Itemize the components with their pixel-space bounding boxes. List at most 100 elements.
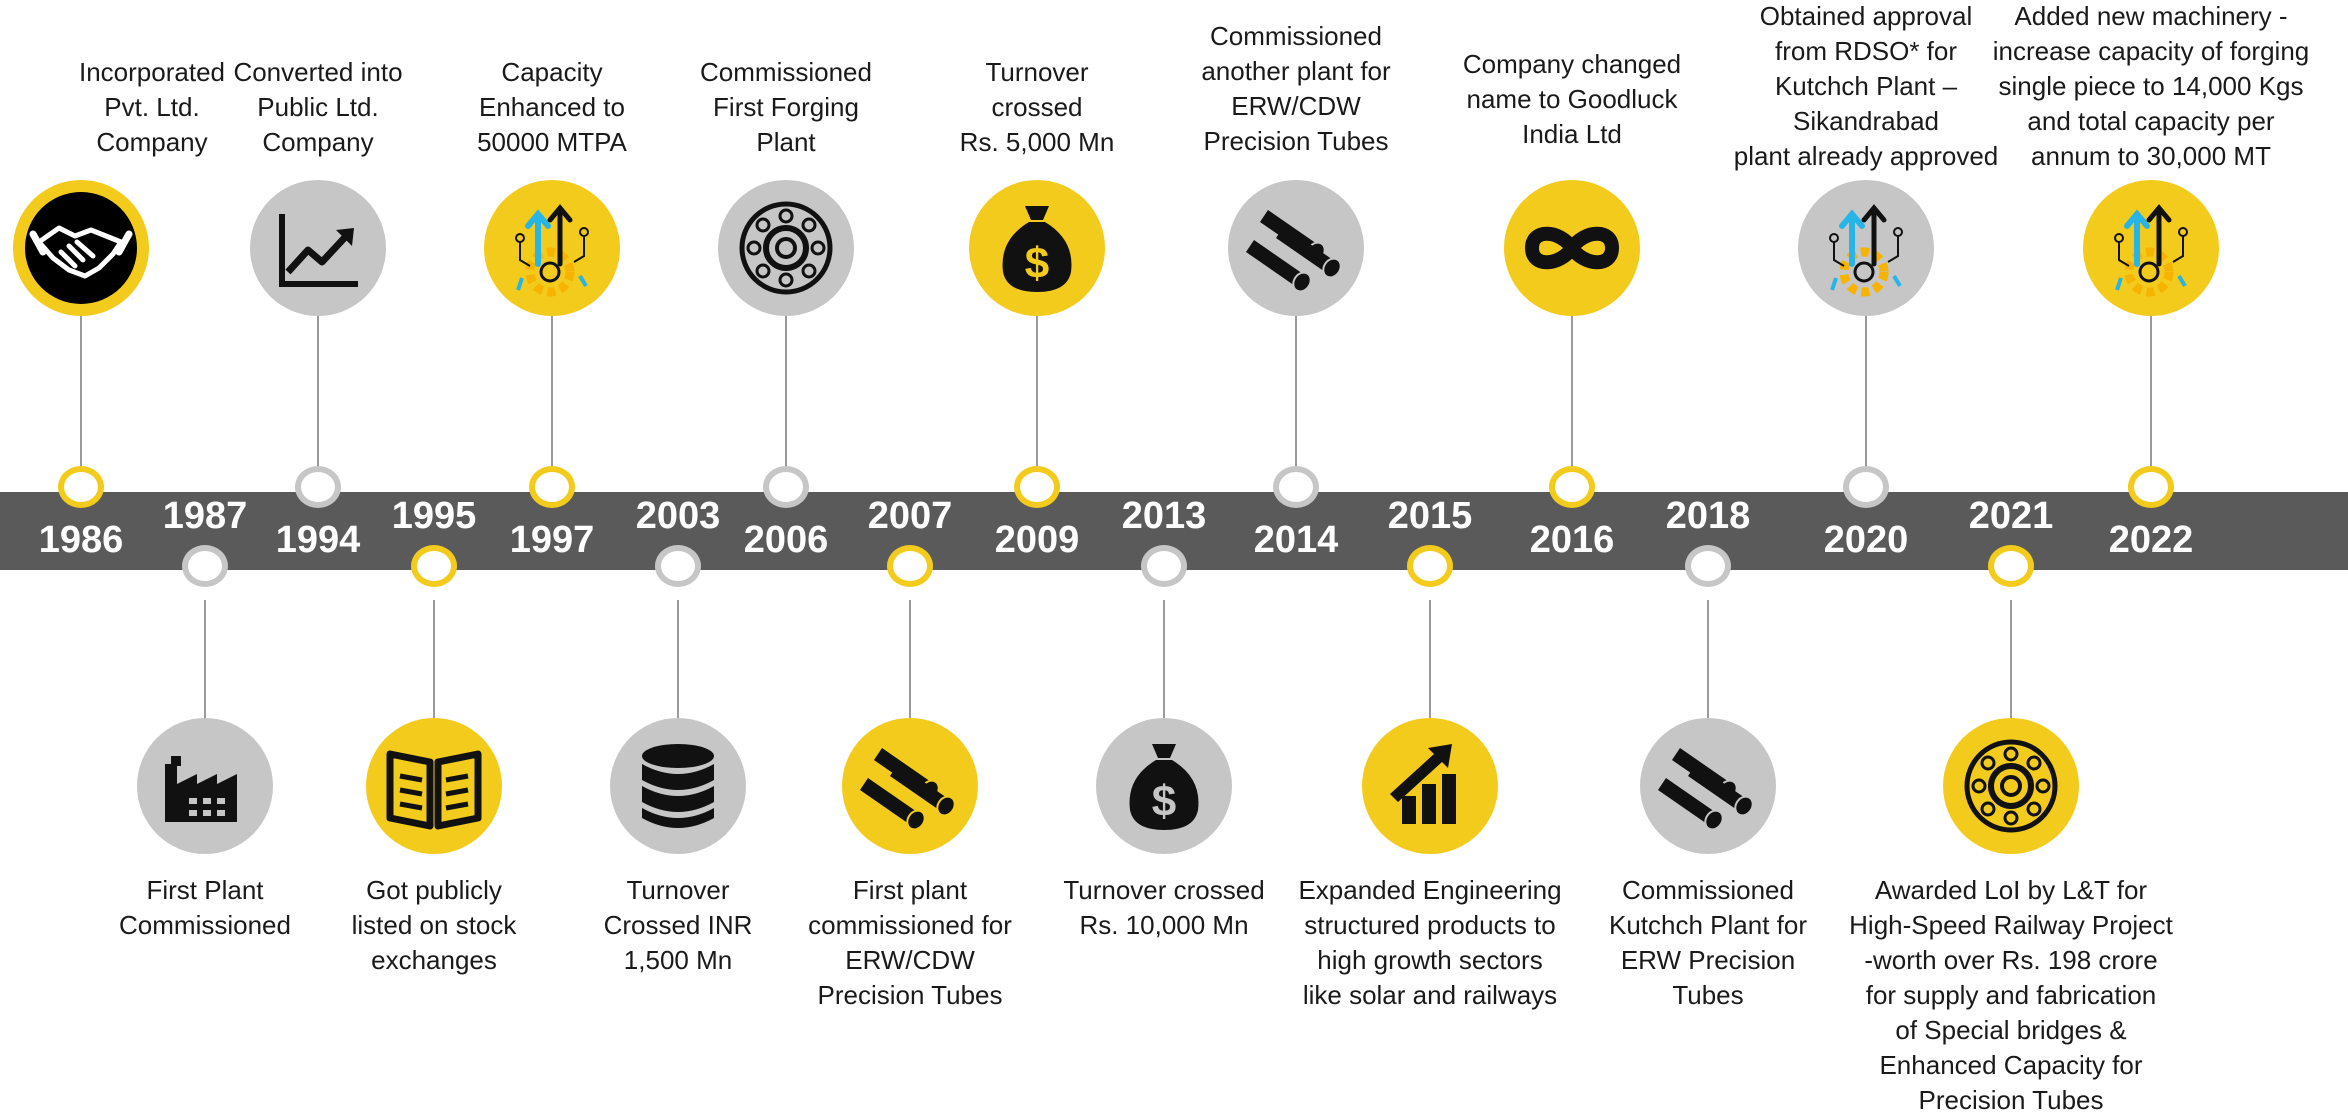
connector-line <box>1295 316 1297 472</box>
bearing-icon <box>1943 718 2079 854</box>
gear-arrows-icon <box>484 180 620 316</box>
year-marker <box>763 466 809 508</box>
caption-line: First Forging <box>713 92 859 122</box>
caption-line: Kutchch Plant for <box>1609 910 1807 940</box>
year-label: 2020 <box>1823 519 1909 561</box>
year-marker <box>295 466 341 508</box>
gear-arrows-icon <box>1798 180 1934 316</box>
caption-line: Rs. 5,000 Mn <box>959 127 1115 157</box>
caption-line: Precision Tubes <box>1918 1085 2104 1115</box>
year-label: 2015 <box>1387 495 1473 537</box>
caption-line: Converted into <box>233 57 403 87</box>
caption-line: crossed <box>991 92 1083 122</box>
handshake-icon <box>13 180 149 316</box>
caption-line: India Ltd <box>1522 119 1622 149</box>
caption-line: plant already approved <box>1733 141 1999 171</box>
caption-line: Incorporated <box>79 57 225 87</box>
year-marker <box>182 545 228 587</box>
caption-line: high growth sectors <box>1317 945 1543 975</box>
caption-line: Rs. 10,000 Mn <box>1079 910 1249 940</box>
connector-line <box>677 600 679 720</box>
tubes-icon <box>842 718 978 854</box>
year-marker <box>529 466 575 508</box>
year-marker <box>655 545 701 587</box>
connector-line <box>551 316 553 472</box>
caption-line: Turnover <box>626 875 730 905</box>
factory-icon <box>137 718 273 854</box>
caption-line: Sikandrabad <box>1793 106 1939 136</box>
year-label: 2018 <box>1665 495 1751 537</box>
caption-line: from RDSO* for <box>1774 36 1958 66</box>
caption-line: 1,500 Mn <box>623 945 733 975</box>
year-label: 2022 <box>2108 519 2194 561</box>
year-marker <box>2128 466 2174 508</box>
caption-line: Precision Tubes <box>817 980 1003 1010</box>
year-label: 2006 <box>743 519 829 561</box>
connector-line <box>1429 600 1431 720</box>
year-marker <box>1407 545 1453 587</box>
year-label: 2021 <box>1968 495 2054 537</box>
connector-line <box>785 316 787 472</box>
connector-line <box>1865 316 1867 472</box>
connector-line <box>1707 600 1709 720</box>
caption-line: Precision Tubes <box>1203 126 1389 156</box>
bar-growth-icon <box>1362 718 1498 854</box>
caption-line: Company <box>96 127 208 157</box>
year-marker <box>411 545 457 587</box>
caption-line: single piece to 14,000 Kgs <box>1998 71 2304 101</box>
caption-line: Company <box>262 127 374 157</box>
connector-line <box>2010 600 2012 720</box>
connector-line <box>433 600 435 720</box>
caption-line: Commissioned <box>1622 875 1794 905</box>
caption-line: Enhanced Capacity for <box>1879 1050 2143 1080</box>
year-label: 2009 <box>994 519 1080 561</box>
caption-line: and total capacity per <box>2027 106 2275 136</box>
year-marker <box>1141 545 1187 587</box>
connector-line <box>1036 316 1038 472</box>
caption-line: Kutchch Plant – <box>1774 71 1958 101</box>
year-label: 1995 <box>391 495 477 537</box>
caption-line: Enhanced to <box>478 92 625 122</box>
caption-line: Company changed <box>1462 49 1682 79</box>
year-label: 1987 <box>162 495 248 537</box>
year-label: 1997 <box>509 519 595 561</box>
caption-line: Plant <box>756 127 816 157</box>
caption-line: High-Speed Railway Project <box>1849 910 2173 940</box>
database-icon <box>610 718 746 854</box>
caption-line: Commissioned <box>119 910 291 940</box>
svg-text:$: $ <box>1025 239 1049 288</box>
year-label: 2003 <box>635 495 721 537</box>
year-label: 2007 <box>867 495 953 537</box>
year-label: 1994 <box>275 519 361 561</box>
year-label: 2016 <box>1529 519 1615 561</box>
caption-line: exchanges <box>371 945 497 975</box>
year-marker <box>1014 466 1060 508</box>
caption-line: First Plant <box>146 875 264 905</box>
caption-line: ERW/CDW <box>1231 91 1361 121</box>
caption-line: First plant <box>852 875 968 905</box>
year-marker <box>1685 545 1731 587</box>
tubes-icon <box>1640 718 1776 854</box>
caption-line: Added new machinery - <box>2014 1 2288 31</box>
year-marker <box>58 466 104 508</box>
caption-line: commissioned for <box>808 910 1012 940</box>
connector-line <box>80 316 82 472</box>
year-marker <box>1843 466 1889 508</box>
caption-line: Tubes <box>1672 980 1744 1010</box>
caption-line: of Special bridges & <box>1895 1015 2127 1045</box>
year-marker <box>1549 466 1595 508</box>
tubes-icon <box>1228 180 1364 316</box>
year-marker <box>887 545 933 587</box>
